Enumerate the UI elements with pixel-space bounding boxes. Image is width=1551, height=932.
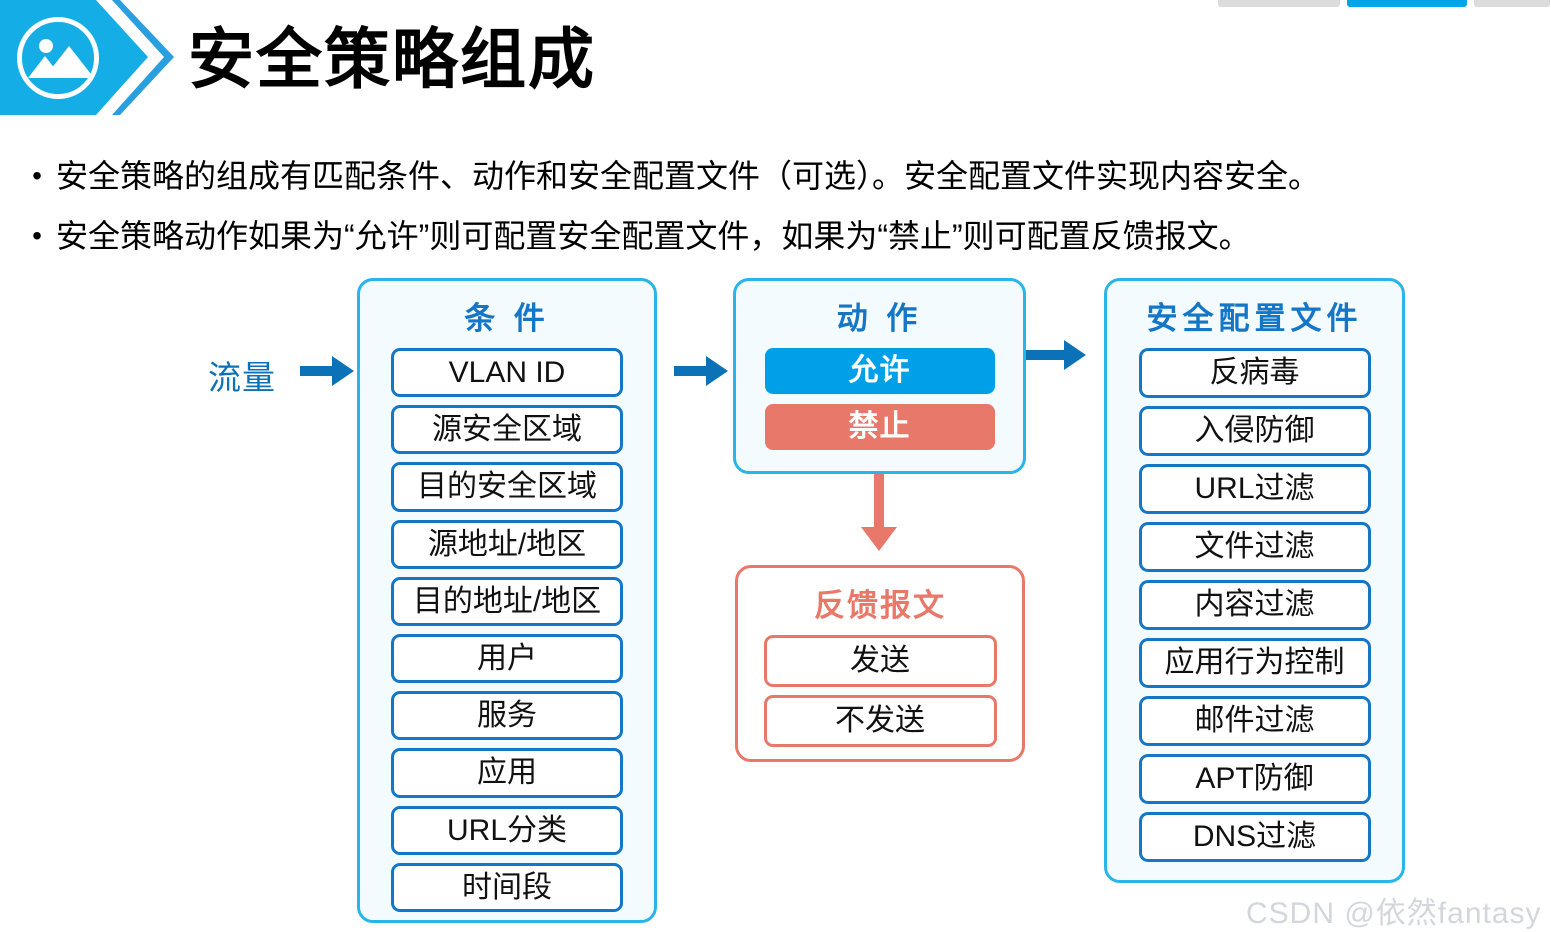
conditions-title: 条 件: [464, 301, 550, 336]
security-profiles-panel: 安全配置文件 反病毒 入侵防御 URL过滤 文件过滤 内容过滤 应用行为控制 邮…: [1104, 278, 1405, 883]
arrow-action-to-profiles: [1018, 340, 1086, 370]
feedback-title: 反馈报文: [814, 588, 946, 623]
condition-item-dest-address[interactable]: 目的地址/地区: [391, 576, 623, 627]
top-tab-strip: [1218, 0, 1551, 7]
feedback-panel: 反馈报文 发送 不发送: [735, 565, 1025, 762]
bullet-item: • 安全策略动作如果为“允许”则可配置安全配置文件，如果为“禁止”则可配置反馈报…: [18, 208, 1538, 264]
flow-label: 流量: [208, 359, 276, 396]
bullet-marker: •: [32, 220, 42, 251]
feedback-item-not-send[interactable]: 不发送: [763, 695, 997, 747]
condition-item-vlan-id[interactable]: VLAN ID: [391, 348, 623, 398]
profile-item-apt-defense[interactable]: APT防御: [1138, 754, 1371, 804]
profile-item-app-behavior-control[interactable]: 应用行为控制: [1138, 638, 1371, 688]
bullet-marker: •: [32, 160, 42, 191]
profile-item-content-filter[interactable]: 内容过滤: [1138, 580, 1371, 630]
condition-item-url-category[interactable]: URL分类: [391, 805, 623, 855]
arrow-traffic-to-conditions: [300, 356, 354, 386]
mini-tab-1[interactable]: [1218, 0, 1340, 7]
action-button-deny[interactable]: 禁止: [764, 404, 995, 450]
profile-item-ips[interactable]: 入侵防御: [1138, 406, 1371, 456]
bullet-list: • 安全策略的组成有匹配条件、动作和安全配置文件（可选）。安全配置文件实现内容安…: [18, 148, 1538, 268]
profile-item-antivirus[interactable]: 反病毒: [1138, 348, 1371, 398]
page-title: 安全策略组成: [188, 22, 596, 96]
conditions-panel: 条 件 VLAN ID 源安全区域 目的安全区域 源地址/地区 目的地址/地区 …: [357, 278, 657, 923]
condition-item-source-address[interactable]: 源地址/地区: [391, 519, 623, 569]
action-panel: 动 作 允许 禁止: [733, 278, 1026, 474]
mini-tab-2[interactable]: [1347, 0, 1467, 7]
profile-item-url-filter[interactable]: URL过滤: [1138, 464, 1371, 514]
profile-item-mail-filter[interactable]: 邮件过滤: [1138, 696, 1371, 746]
mountain-big-icon: [44, 46, 94, 78]
bullet-text: 安全策略的组成有匹配条件、动作和安全配置文件（可选）。安全配置文件实现内容安全。: [56, 158, 1321, 194]
profile-item-file-filter[interactable]: 文件过滤: [1138, 522, 1371, 572]
arrow-action-to-feedback: [861, 455, 897, 551]
condition-item-user[interactable]: 用户: [391, 634, 623, 684]
action-button-allow[interactable]: 允许: [764, 348, 995, 394]
feedback-item-send[interactable]: 发送: [763, 635, 997, 687]
image-placeholder-icon: [17, 17, 99, 99]
bullet-item: • 安全策略的组成有匹配条件、动作和安全配置文件（可选）。安全配置文件实现内容安…: [18, 148, 1538, 204]
condition-item-dest-zone[interactable]: 目的安全区域: [391, 462, 623, 512]
condition-item-service[interactable]: 服务: [391, 691, 623, 741]
page-header: 安全策略组成: [0, 0, 1551, 118]
security-profiles-title: 安全配置文件: [1146, 301, 1363, 336]
action-title: 动 作: [836, 301, 923, 336]
condition-item-source-zone[interactable]: 源安全区域: [391, 405, 623, 455]
mini-tab-3[interactable]: [1474, 0, 1550, 7]
bullet-text: 安全策略动作如果为“允许”则可配置安全配置文件，如果为“禁止”则可配置反馈报文。: [56, 218, 1251, 254]
condition-item-application[interactable]: 应用: [391, 748, 623, 798]
profile-item-dns-filter[interactable]: DNS过滤: [1138, 812, 1371, 862]
condition-item-time-range[interactable]: 时间段: [391, 862, 623, 913]
watermark: CSDN @依然fantasy ,: [1246, 897, 1551, 930]
arrow-conditions-to-action: [674, 356, 728, 386]
